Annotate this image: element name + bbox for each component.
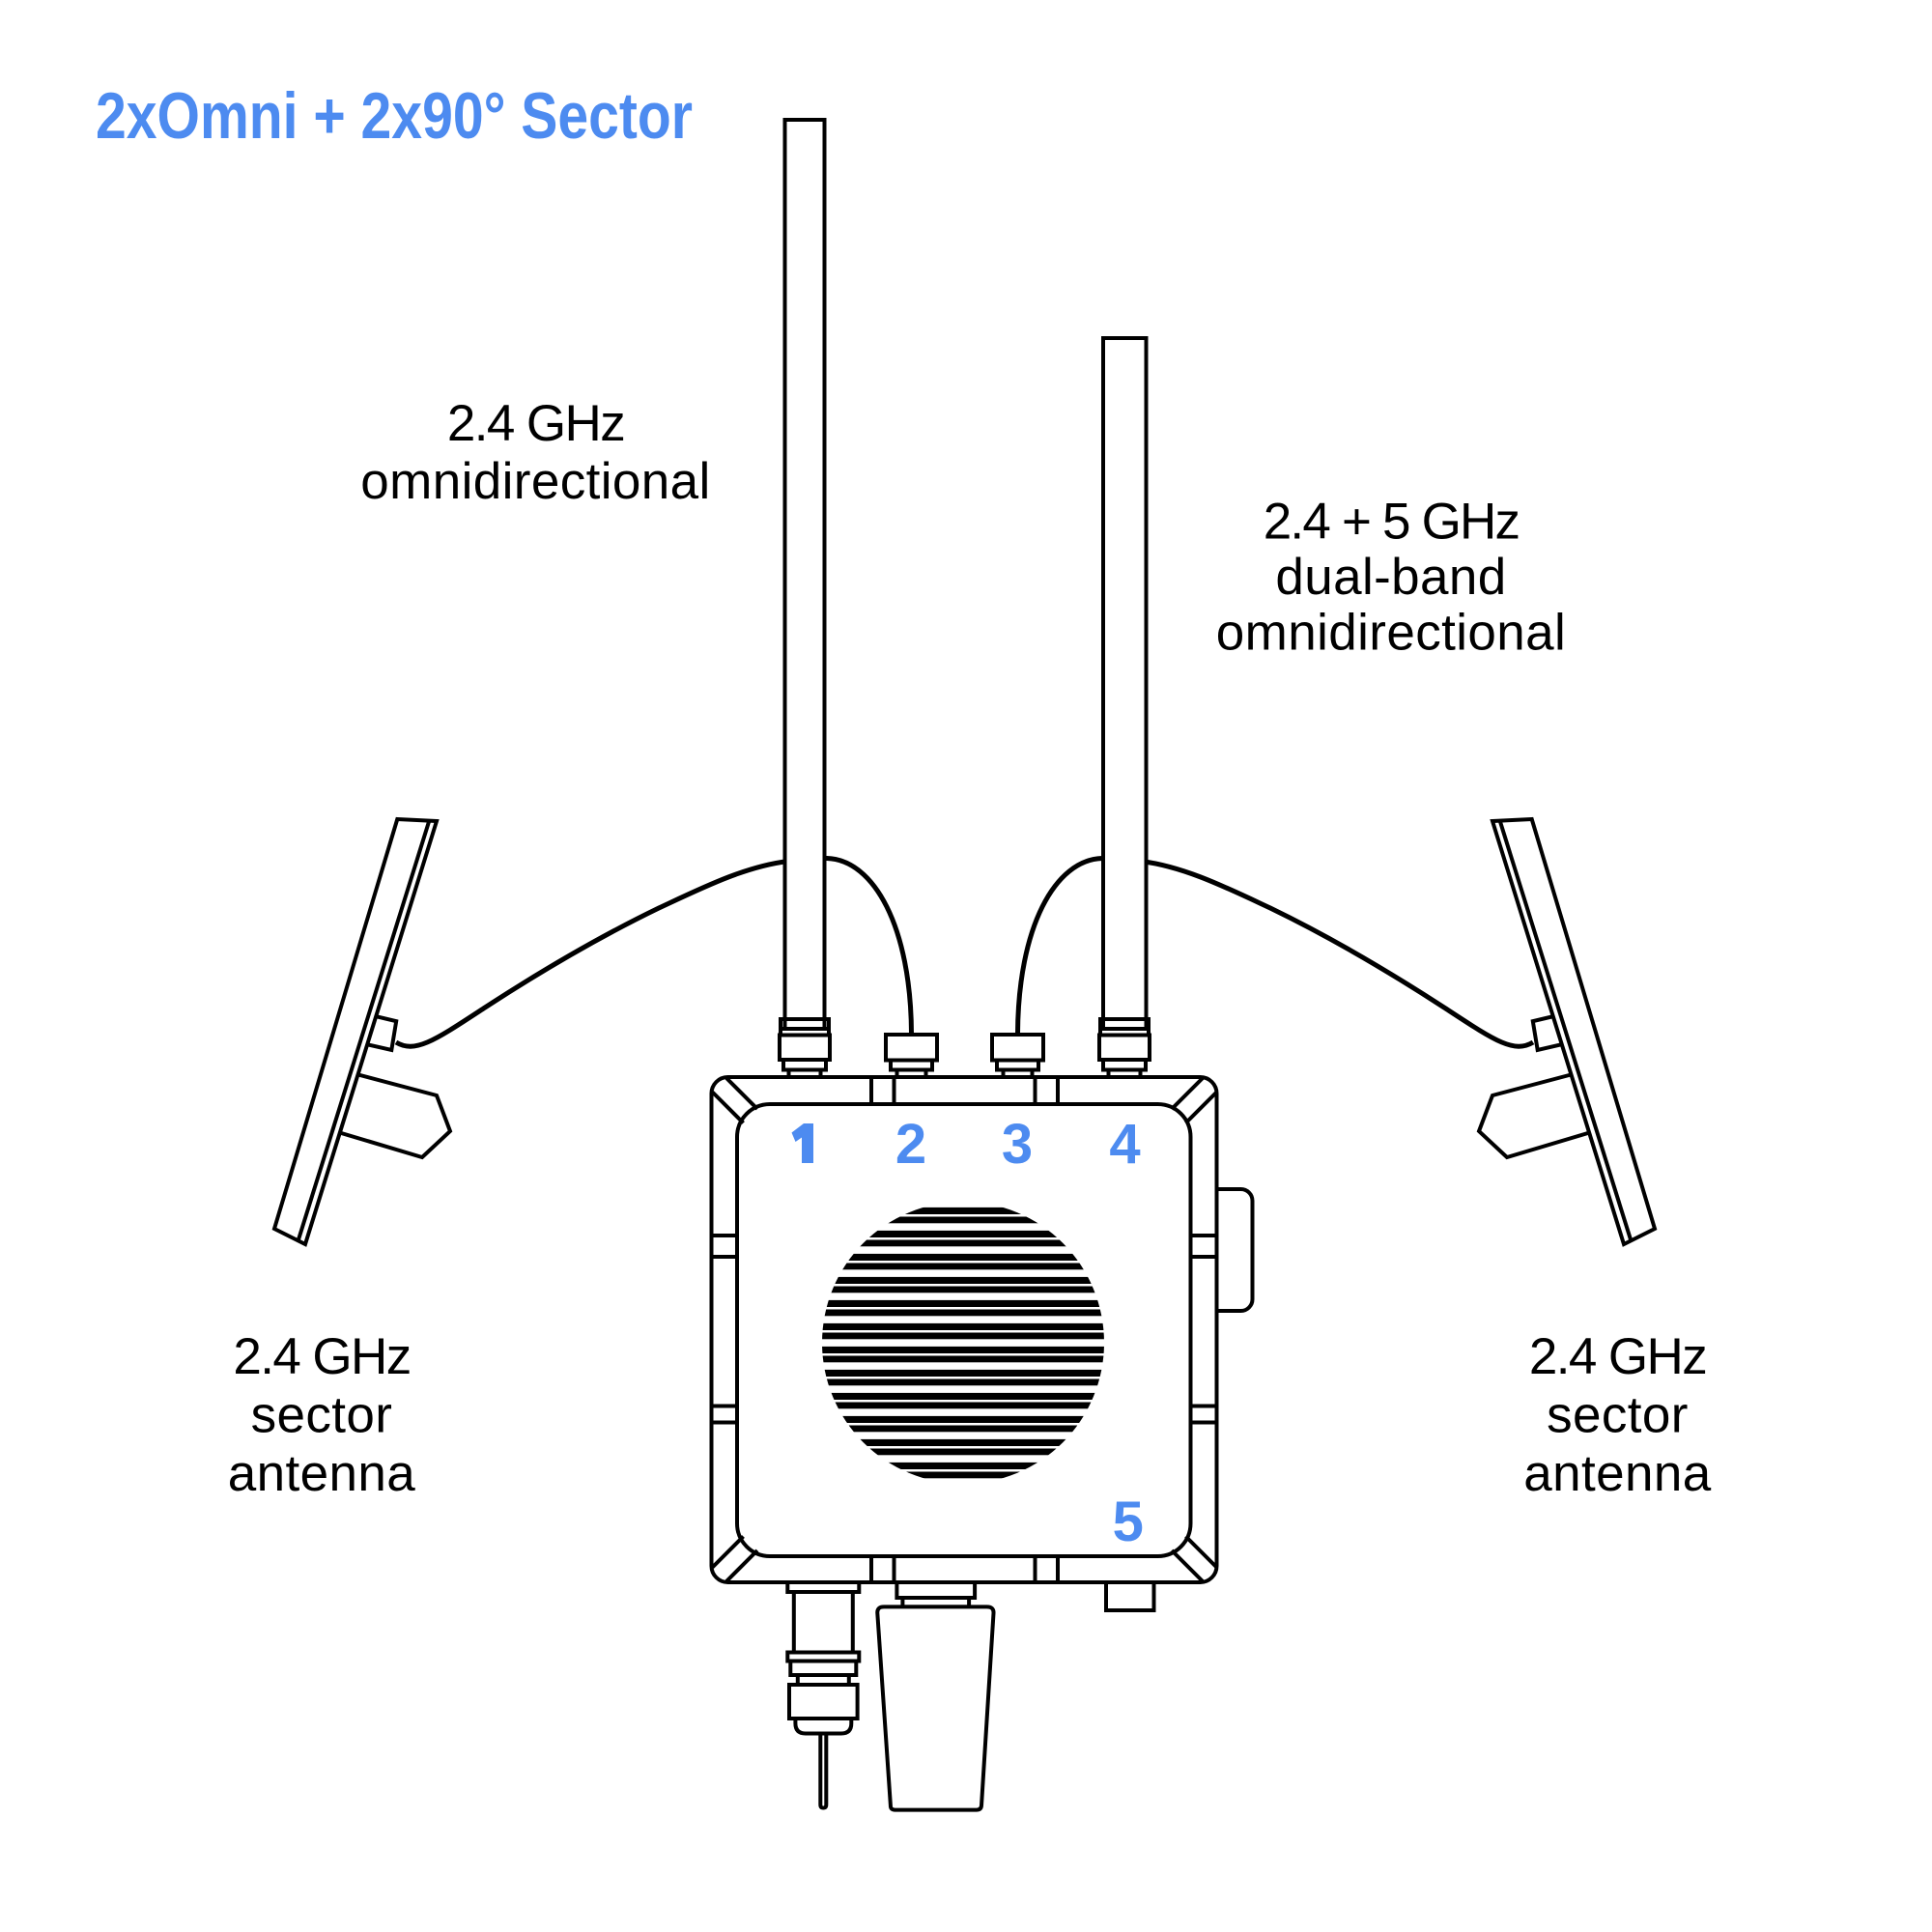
svg-text:sector: sector [251, 1387, 393, 1444]
svg-text:5: 5 [1113, 1491, 1144, 1553]
svg-text:omnidirectional: omnidirectional [1216, 605, 1566, 662]
svg-text:omnidirectional: omnidirectional [360, 453, 710, 510]
svg-text:2.4 GHz: 2.4 GHz [447, 395, 624, 452]
svg-text:2.4 GHz: 2.4 GHz [233, 1328, 410, 1385]
svg-text:2.4 GHz: 2.4 GHz [1529, 1328, 1706, 1385]
svg-text:2: 2 [895, 1113, 926, 1176]
svg-text:dual-band: dual-band [1275, 549, 1506, 606]
svg-text:antenna: antenna [1523, 1445, 1712, 1502]
svg-text:antenna: antenna [228, 1445, 416, 1502]
svg-text:sector: sector [1547, 1387, 1689, 1444]
svg-text:3: 3 [1002, 1113, 1033, 1176]
svg-text:2.4 + 5 GHz: 2.4 + 5 GHz [1264, 494, 1519, 551]
svg-text:2xOmni + 2x90° Sector: 2xOmni + 2x90° Sector [96, 79, 693, 153]
svg-text:4: 4 [1109, 1113, 1140, 1176]
